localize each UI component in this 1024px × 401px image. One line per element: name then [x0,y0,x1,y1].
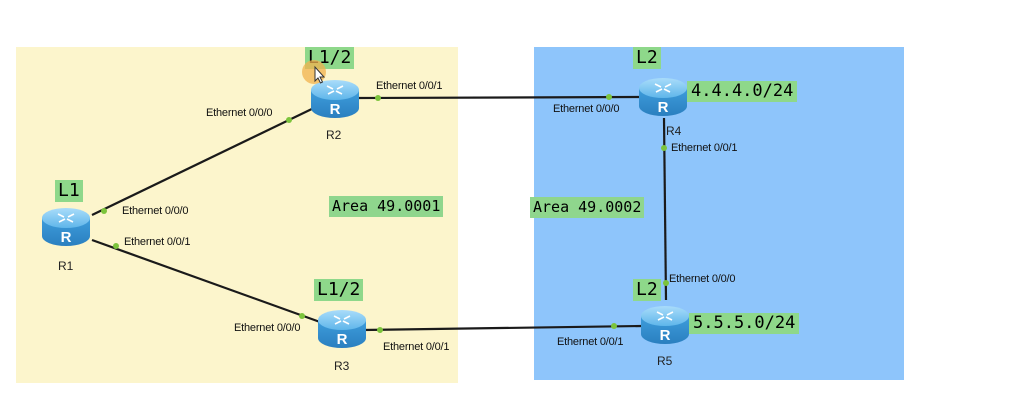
link-r1-r2 [91,105,319,216]
svg-text:R: R [337,331,348,348]
port-r1-e0 [101,208,107,214]
svg-text:R: R [660,327,671,344]
router-name-r3: R3 [334,359,350,373]
router-icon[interactable]: R [316,306,368,350]
interface-label-r5-e1: Ethernet 0/0/1 [557,336,624,348]
router-name-r4: R4 [666,124,682,138]
interface-label-r2-e1: Ethernet 0/0/1 [376,80,443,92]
svg-text:R: R [658,99,669,116]
port-r3-e0 [299,313,305,319]
mouse-cursor-icon [302,60,326,84]
interface-label-r3-e0: Ethernet 0/0/0 [234,322,301,334]
area-label-49-0001: Area 49.0001 [329,196,444,217]
router-icon[interactable]: R [40,204,92,248]
interface-label-r4-e0: Ethernet 0/0/0 [553,103,620,115]
svg-text:R: R [61,229,72,246]
interface-label-r1-e1: Ethernet 0/0/1 [124,236,191,248]
router-name-r5: R5 [657,354,673,368]
port-r2-e0 [286,117,292,123]
level-tag-r5: L2 [633,279,661,301]
network-tag-r4: 4.4.4.0/24 [687,81,798,102]
router-name-r2: R2 [326,128,342,142]
interface-label-r1-e0: Ethernet 0/0/0 [122,205,189,217]
router-icon[interactable]: R [309,76,361,120]
level-tag-r3: L1/2 [314,279,364,301]
area-label-49-0002: Area 49.0002 [530,197,645,218]
link-r2-r4 [357,95,641,100]
port-r5-e0 [663,280,669,286]
interface-label-r3-e1: Ethernet 0/0/1 [383,341,450,353]
router-name-r1: R1 [58,259,74,273]
router-icon[interactable]: R [639,302,691,346]
level-tag-r1: L1 [55,180,83,202]
port-r4-e0 [606,94,612,100]
link-r1-r3 [91,238,321,324]
port-r1-e1 [113,243,119,249]
link-r3-r5 [361,324,643,332]
interface-label-r2-e0: Ethernet 0/0/0 [206,107,273,119]
network-tag-r5: 5.5.5.0/24 [689,313,800,334]
interface-label-r5-e0: Ethernet 0/0/0 [669,273,736,285]
svg-text:R: R [330,101,341,118]
interface-label-r4-e1: Ethernet 0/0/1 [671,142,738,154]
port-r4-e1 [661,145,667,151]
port-r2-e1 [375,95,381,101]
port-r3-e1 [377,327,383,333]
router-icon[interactable]: R [637,74,689,118]
level-tag-r4: L2 [633,47,661,69]
port-r5-e1 [611,323,617,329]
